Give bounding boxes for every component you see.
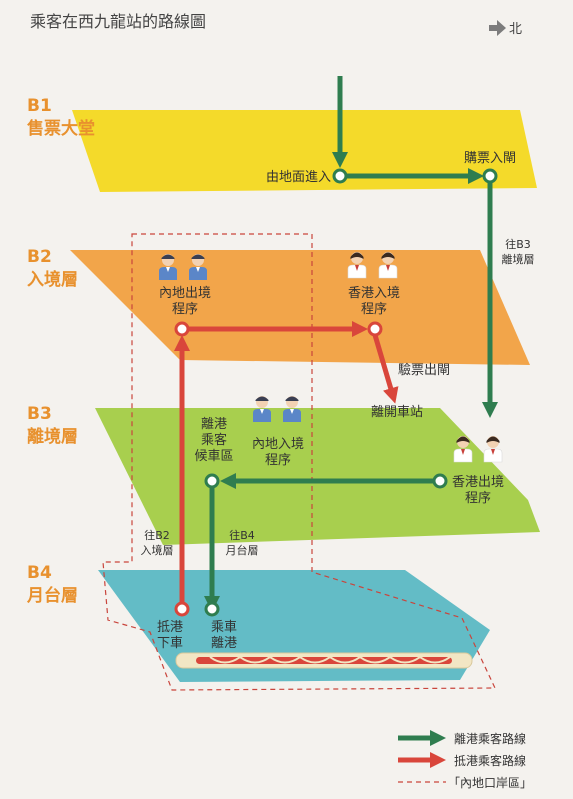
level-name-b1: 售票大堂 <box>27 118 95 139</box>
label-alight-line2: 下車 <box>157 636 183 651</box>
level-name-b2: 入境層 <box>27 269 78 290</box>
node-ticket-gate <box>482 168 498 184</box>
label-hk-entry-line2: 程序 <box>361 302 387 317</box>
level-labels: B1 售票大堂 B2 入境層 B3 離境層 B4 月台層 <box>26 96 95 606</box>
label-waiting-area-line1: 離港 <box>201 417 227 432</box>
route-nodes <box>174 168 498 617</box>
train-platform <box>175 652 473 669</box>
legend-arrival-label: 抵港乘客路線 <box>454 753 526 768</box>
legend: 離港乘客路線 抵港乘客路線 「內地口岸區」 <box>398 729 532 790</box>
label-ticket-gate: 購票入閘 <box>464 151 516 166</box>
label-mainland-entry-line2: 程序 <box>265 453 291 468</box>
label-hk-entry-line1: 香港入境 <box>348 286 400 301</box>
label-to-b3-line2: 離境層 <box>502 252 535 266</box>
label-mainland-entry-line1: 內地入境 <box>252 437 304 452</box>
label-to-b2-line2: 入境層 <box>141 543 174 557</box>
label-alight-line1: 抵港 <box>157 620 183 635</box>
label-to-b2-line1: 往B2 <box>144 528 170 542</box>
label-enter-ground: 由地面進入 <box>266 170 331 185</box>
label-mainland-exit-line2: 程序 <box>172 302 198 317</box>
label-mainland-exit-line1: 內地出境 <box>159 286 211 301</box>
north-label: 北 <box>509 22 522 37</box>
label-hk-exit-line2: 程序 <box>465 491 491 506</box>
departure-route <box>203 76 499 613</box>
level-plane-b2 <box>70 250 530 365</box>
mainland-port-area-boundary <box>102 233 496 691</box>
label-to-b3-line1: 往B3 <box>505 237 531 251</box>
label-waiting-area-line3: 候車區 <box>194 449 233 464</box>
level-code-b4: B4 <box>27 563 52 583</box>
label-waiting-area-line2: 乘客 <box>201 432 227 448</box>
node-boarding <box>204 601 220 617</box>
officer-icon <box>483 435 503 463</box>
level-code-b1: B1 <box>27 96 52 116</box>
node-mainland-exit <box>174 321 190 337</box>
label-check-gate: 驗票出閘 <box>398 363 450 378</box>
legend-departure-label: 離港乘客路線 <box>454 731 526 746</box>
level-plane-b3 <box>95 408 540 545</box>
label-board-line1: 乘車 <box>211 620 237 635</box>
label-to-b4-line1: 往B4 <box>229 528 255 542</box>
arrow-right-icon <box>489 20 506 36</box>
node-waiting-area <box>204 473 220 489</box>
level-plane-b1 <box>72 110 537 192</box>
node-hk-entry <box>367 321 383 337</box>
node-enter-ground <box>332 168 348 184</box>
label-leave-station: 離開車站 <box>371 405 423 420</box>
label-to-b4-line2: 月台層 <box>226 543 259 557</box>
label-board-line2: 離港 <box>211 636 237 651</box>
arrival-route <box>173 320 399 604</box>
label-hk-exit-line1: 香港出境 <box>452 475 504 490</box>
level-code-b2: B2 <box>27 247 52 267</box>
diagram-title: 乘客在西九龍站的路線圖 <box>30 12 206 31</box>
route-arrow <box>372 334 399 404</box>
legend-port-area-label: 「內地口岸區」 <box>448 776 532 790</box>
level-name-b3: 離境層 <box>27 426 78 447</box>
node-hk-exit <box>432 473 448 489</box>
level-code-b3: B3 <box>27 404 52 424</box>
level-name-b4: 月台層 <box>26 585 78 606</box>
node-alighting <box>174 601 190 617</box>
